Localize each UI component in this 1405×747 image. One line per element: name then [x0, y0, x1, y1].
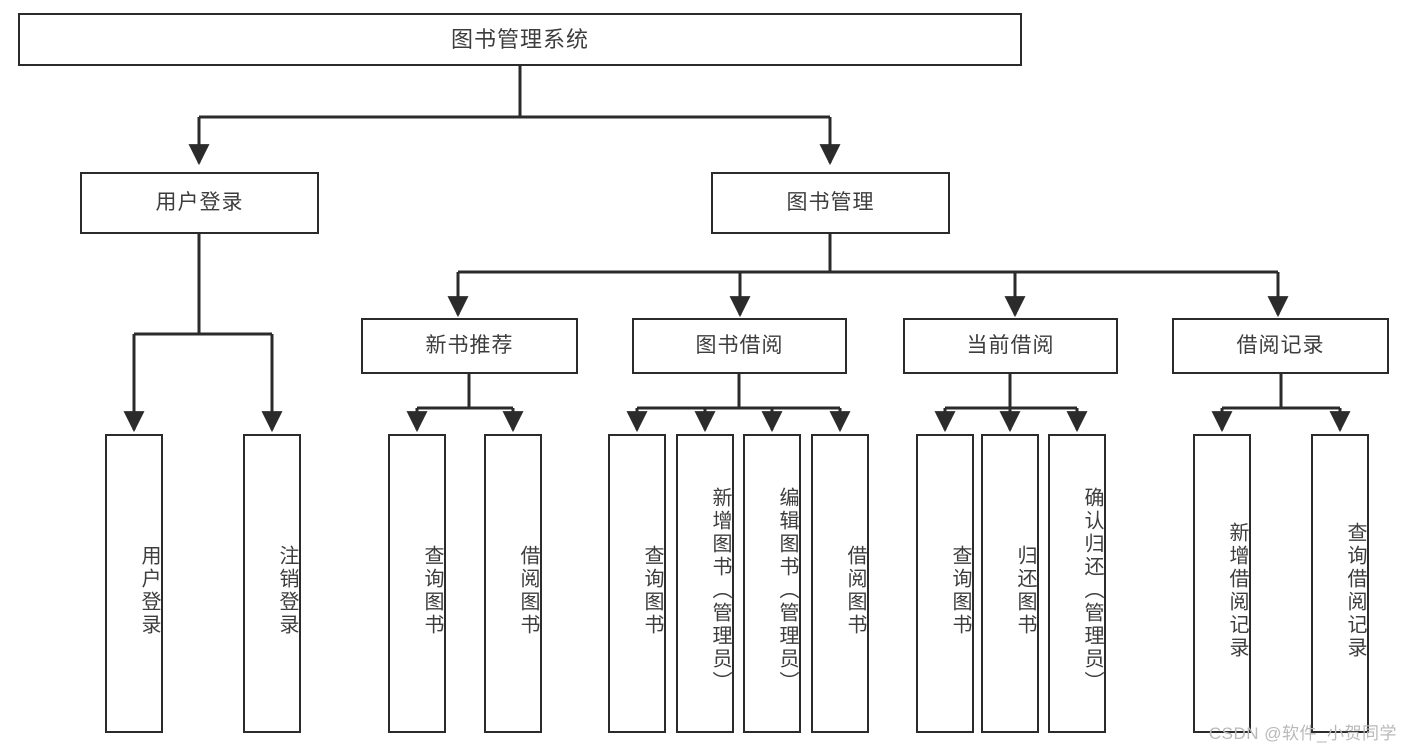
node-label: 用户登录 — [138, 544, 160, 637]
node-label: 编辑图书（管理员） — [776, 487, 798, 694]
node-label: 新增图书（管理员） — [709, 487, 731, 694]
leaf-add-borrow-record[interactable]: 新增借阅记录 — [1193, 434, 1251, 733]
leaf-borrow-book[interactable]: 借阅图书 — [811, 434, 869, 733]
node-label: 新增借阅记录 — [1226, 521, 1248, 660]
leaf-logout[interactable]: 注销登录 — [243, 434, 301, 733]
leaf-user-login[interactable]: 用户登录 — [105, 434, 163, 733]
node-label: 确认归还（管理员） — [1081, 487, 1103, 694]
leaf-add-book-admin[interactable]: 新增图书（管理员） — [676, 434, 734, 733]
node-current-borrow[interactable]: 当前借阅 — [903, 318, 1118, 374]
node-root-system[interactable]: 图书管理系统 — [18, 13, 1022, 66]
node-label: 借阅记录 — [1236, 333, 1325, 357]
leaf-edit-book-admin[interactable]: 编辑图书（管理员） — [743, 434, 801, 733]
leaf-query-book-current[interactable]: 查询图书 — [916, 434, 974, 733]
node-label: 借阅图书 — [844, 544, 866, 637]
node-borrow-records[interactable]: 借阅记录 — [1172, 318, 1389, 374]
leaf-query-borrow-record[interactable]: 查询借阅记录 — [1311, 434, 1369, 733]
node-label: 查询图书 — [949, 544, 971, 637]
node-label: 用户登录 — [155, 190, 244, 214]
node-new-book-recommend[interactable]: 新书推荐 — [361, 318, 578, 374]
leaf-borrow-book-recommend[interactable]: 借阅图书 — [484, 434, 542, 733]
node-label: 图书借阅 — [695, 333, 784, 357]
watermark: CSDN @软件_小贺同学 — [1208, 724, 1397, 743]
leaf-query-book-recommend[interactable]: 查询图书 — [388, 434, 446, 733]
leaf-return-book[interactable]: 归还图书 — [981, 434, 1039, 733]
node-label: 借阅图书 — [517, 544, 539, 637]
node-label: 图书管理系统 — [450, 26, 589, 52]
node-label: 归还图书 — [1014, 544, 1036, 637]
node-label: 当前借阅 — [966, 333, 1055, 357]
node-label: 查询借阅记录 — [1344, 521, 1366, 660]
node-user-login[interactable]: 用户登录 — [80, 172, 319, 234]
leaf-confirm-return-admin[interactable]: 确认归还（管理员） — [1048, 434, 1106, 733]
node-label: 图书管理 — [786, 190, 875, 214]
node-book-management[interactable]: 图书管理 — [711, 172, 950, 234]
node-label: 注销登录 — [276, 544, 298, 637]
node-label: 新书推荐 — [425, 333, 514, 357]
node-label: 查询图书 — [641, 544, 663, 637]
node-book-borrow[interactable]: 图书借阅 — [632, 318, 847, 374]
leaf-query-book-borrow[interactable]: 查询图书 — [608, 434, 666, 733]
node-label: 查询图书 — [421, 544, 443, 637]
